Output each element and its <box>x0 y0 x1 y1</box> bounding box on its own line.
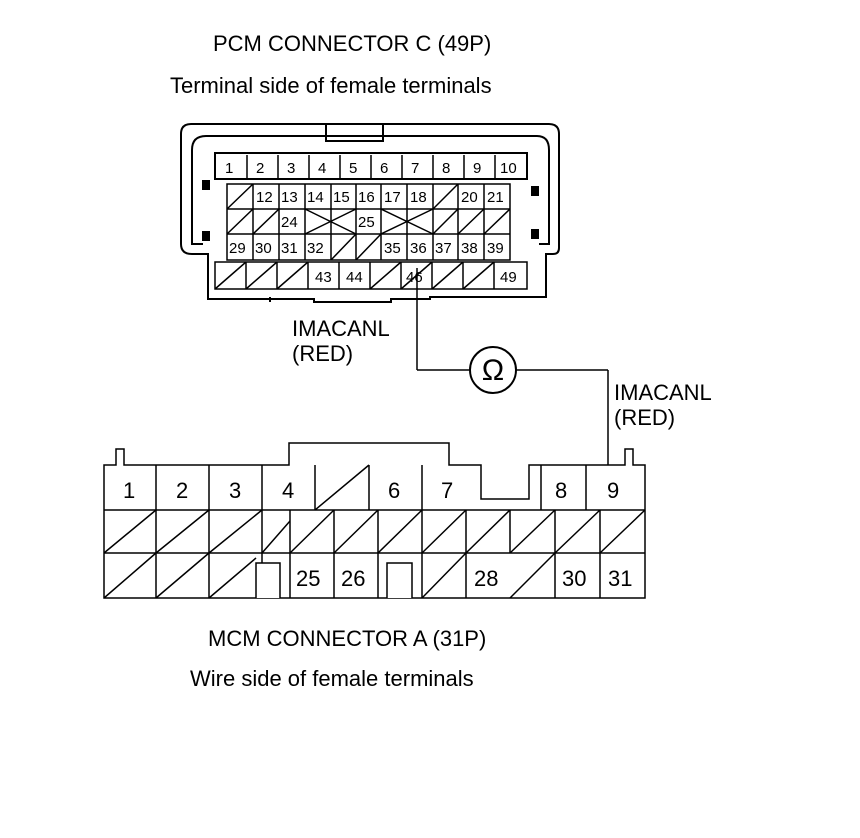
mcm-terminal: 31 <box>608 566 632 591</box>
test-lead-wiring <box>416 268 609 465</box>
pcm-terminal: 21 <box>487 189 504 206</box>
mcm-terminal: 1 <box>123 478 135 503</box>
pcm-housing-outline <box>180 123 560 303</box>
pcm-terminal: 20 <box>461 189 478 206</box>
pcm-terminal: 14 <box>307 189 324 206</box>
wire-label-left-color: (RED) <box>292 341 354 366</box>
pcm-terminal: 8 <box>442 160 450 177</box>
pcm-terminal: 2 <box>256 160 264 177</box>
pcm-middle-labels: 12 13 14 15 16 17 18 20 21 24 25 29 30 3… <box>229 189 504 257</box>
pcm-terminal: 1 <box>225 160 233 177</box>
pcm-terminal: 6 <box>380 160 388 177</box>
pcm-terminal: 24 <box>281 214 298 231</box>
mcm-terminal: 2 <box>176 478 188 503</box>
pcm-connector: 1 2 3 4 5 6 7 8 9 10 <box>180 123 560 303</box>
mcm-terminal: 28 <box>474 566 498 591</box>
pcm-terminal: 4 <box>318 160 326 177</box>
pcm-terminal: 7 <box>411 160 419 177</box>
mcm-terminal: 6 <box>388 478 400 503</box>
pcm-terminal: 17 <box>384 189 401 206</box>
ohm-icon: Ω <box>482 354 504 387</box>
pcm-terminal-probed: 46 <box>406 269 423 286</box>
pcm-key-right-bottom <box>531 229 539 239</box>
pcm-key-right-top <box>531 186 539 196</box>
pcm-terminal: 13 <box>281 189 298 206</box>
pcm-terminal: 35 <box>384 240 401 257</box>
wire-label-left-name: IMACANL <box>292 316 390 341</box>
pcm-terminal: 49 <box>500 269 517 286</box>
mcm-terminal: 26 <box>341 566 365 591</box>
mcm-terminal: 8 <box>555 478 567 503</box>
mcm-terminal: 25 <box>296 566 320 591</box>
mcm-terminal-labels: 1 2 3 4 6 7 8 9 25 26 28 30 31 <box>123 478 632 591</box>
mcm-connector <box>103 442 646 599</box>
mcm-terminal: 4 <box>282 478 294 503</box>
pcm-terminal: 36 <box>410 240 427 257</box>
pcm-row1: 1 2 3 4 5 6 7 8 9 10 <box>225 155 517 178</box>
mcm-connector-title: MCM CONNECTOR A (31P) <box>208 626 487 651</box>
pcm-connector-subtitle: Terminal side of female terminals <box>170 73 492 98</box>
pcm-terminal: 44 <box>346 269 363 286</box>
mcm-terminal: 9 <box>607 478 619 503</box>
ohmmeter: Ω <box>469 346 517 394</box>
pcm-terminal: 43 <box>315 269 332 286</box>
pcm-middle-grid <box>226 183 511 261</box>
pcm-terminal: 10 <box>500 160 517 177</box>
mcm-terminal: 3 <box>229 478 241 503</box>
mcm-terminal: 7 <box>441 478 453 503</box>
mcm-terminal: 30 <box>562 566 586 591</box>
pcm-terminal: 9 <box>473 160 481 177</box>
pcm-terminal: 5 <box>349 160 357 177</box>
pcm-terminal: 32 <box>307 240 324 257</box>
pcm-terminal: 31 <box>281 240 298 257</box>
wire-label-right-color: (RED) <box>614 405 676 430</box>
pcm-terminal: 25 <box>358 214 375 231</box>
pcm-row5 <box>214 261 528 290</box>
pcm-terminal: 15 <box>333 189 350 206</box>
pcm-key-left-bottom <box>202 231 210 241</box>
pcm-terminal: 29 <box>229 240 246 257</box>
pcm-connector-title: PCM CONNECTOR C (49P) <box>213 31 492 56</box>
pcm-terminal: 39 <box>487 240 504 257</box>
mcm-connector-subtitle: Wire side of female terminals <box>190 666 474 691</box>
pcm-row1-frame <box>214 152 528 180</box>
pcm-terminal: 37 <box>435 240 452 257</box>
pcm-row5-labels: 43 44 46 49 <box>315 269 517 286</box>
pcm-key-left-top <box>202 180 210 190</box>
pcm-terminal: 38 <box>461 240 478 257</box>
pcm-inner-wall <box>191 135 550 245</box>
pcm-latch-tab <box>325 123 384 142</box>
pcm-terminal: 16 <box>358 189 375 206</box>
ohmmeter-symbol <box>469 346 517 394</box>
pcm-terminal: 3 <box>287 160 295 177</box>
pcm-terminal: 18 <box>410 189 427 206</box>
pcm-terminal: 12 <box>256 189 273 206</box>
mcm-housing-outline <box>103 442 646 599</box>
pcm-terminal: 30 <box>255 240 272 257</box>
wire-label-right-name: IMACANL <box>614 380 712 405</box>
